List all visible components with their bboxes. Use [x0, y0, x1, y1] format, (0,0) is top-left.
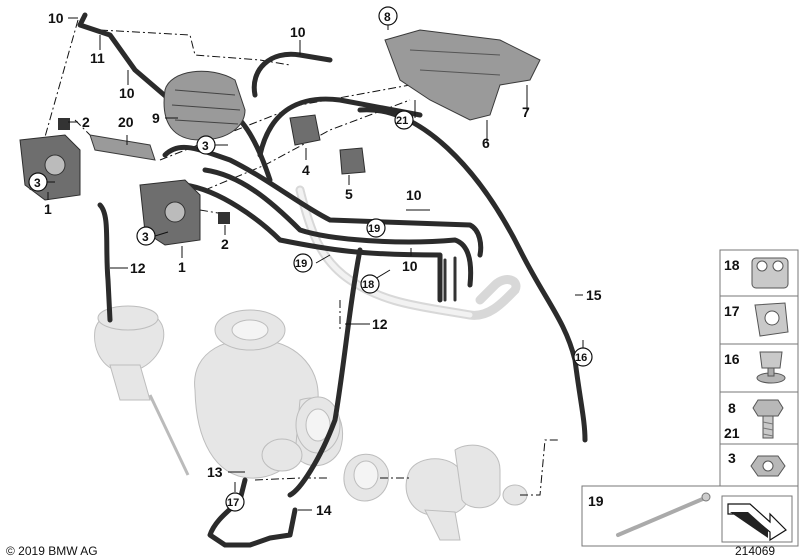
- callout-7: 7: [522, 104, 530, 120]
- hardware-legend: 18 17 16 8 21 3 19: [581, 249, 799, 547]
- direction-arrow-icon: [721, 495, 793, 543]
- expanding-rivet-icon: [756, 351, 786, 384]
- callout-21: 21: [396, 115, 408, 127]
- callout-10: 10: [290, 24, 306, 40]
- legend-number-18: 18: [724, 257, 740, 273]
- double-clip-icon: [751, 257, 789, 289]
- callout-10: 10: [48, 10, 64, 26]
- callout-19: 19: [295, 258, 307, 270]
- callout-17: 17: [227, 497, 239, 509]
- sensor-5: [339, 147, 366, 175]
- callout-19: 19: [368, 223, 380, 235]
- callout-circles: [28, 6, 593, 512]
- legend-number-3: 3: [728, 450, 736, 466]
- callout-10: 10: [406, 187, 422, 203]
- callout-10: 10: [402, 258, 418, 274]
- vacuum-reservoir: [163, 70, 246, 141]
- hose-clip-icon: [754, 302, 789, 337]
- callout-15: 15: [586, 287, 602, 303]
- support-bracket-6-7: [384, 29, 541, 121]
- callout-3: 3: [142, 230, 149, 244]
- pressure-converter-right: [139, 179, 230, 246]
- callout-labels: 10 11 10 10 9 2 20 3 1 3 4 5 3 2 1 12 12…: [34, 10, 602, 518]
- pressure-converter-left: [19, 118, 81, 201]
- legend-number-8: 8: [728, 400, 736, 416]
- cable-tie-icon: [616, 492, 711, 537]
- exhaust-flap-ghost: [405, 444, 528, 541]
- vacuum-hoses: [77, 12, 588, 548]
- diagram-number: 214069: [735, 544, 775, 558]
- legend-number-16: 16: [724, 351, 740, 367]
- callout-6: 6: [482, 135, 490, 151]
- turbocharger-ghost: [194, 309, 390, 502]
- legend-number-17: 17: [724, 303, 740, 319]
- bracket-20: [89, 134, 156, 161]
- callout-3: 3: [202, 139, 209, 153]
- legend-number-19: 19: [588, 493, 604, 509]
- callout-3: 3: [34, 176, 41, 190]
- pipe-ghost: [295, 185, 521, 320]
- callout-11: 11: [90, 50, 105, 66]
- callout-2: 2: [82, 114, 90, 130]
- callout-4: 4: [302, 162, 310, 178]
- copyright-text: © 2019 BMW AG: [6, 544, 98, 558]
- callout-18: 18: [362, 279, 374, 291]
- callout-10: 10: [119, 85, 135, 101]
- hex-bolt-icon: [752, 399, 784, 439]
- wastegate-actuator-ghost: [94, 305, 190, 476]
- callout-1: 1: [44, 201, 52, 217]
- callout-12: 12: [130, 260, 146, 276]
- callout-20: 20: [118, 114, 134, 130]
- legend-number-21: 21: [724, 425, 740, 441]
- callout-9: 9: [152, 110, 160, 126]
- callout-14: 14: [316, 502, 332, 518]
- leader-lines: [45, 17, 584, 511]
- callout-8: 8: [384, 10, 391, 24]
- callout-13: 13: [207, 464, 223, 480]
- solenoid-valve-4: [289, 114, 321, 146]
- callout-2: 2: [221, 236, 229, 252]
- callout-5: 5: [345, 186, 353, 202]
- callout-12: 12: [372, 316, 388, 332]
- callout-16: 16: [575, 352, 587, 364]
- hex-nut-icon: [750, 455, 786, 477]
- callout-1: 1: [178, 259, 186, 275]
